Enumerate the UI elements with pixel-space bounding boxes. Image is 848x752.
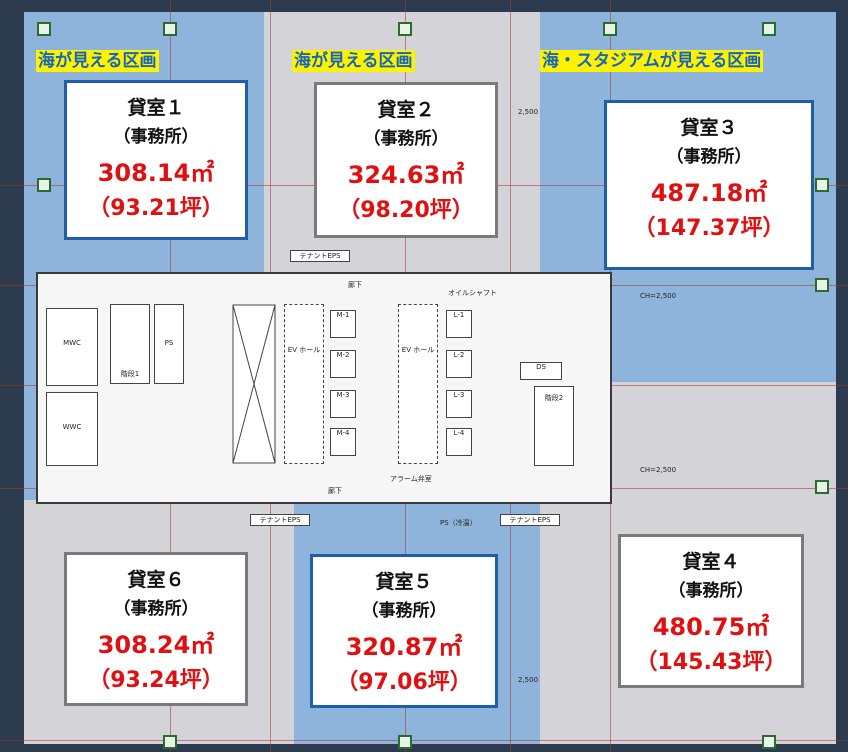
column <box>762 22 776 36</box>
elevator-m-1: M-1 <box>330 310 356 338</box>
room-3-tsubo: （147.37坪） <box>633 216 785 241</box>
ceiling-height-upper: CH=2,500 <box>640 292 677 300</box>
ds-label: DS <box>536 363 546 371</box>
room-1-name: 貸室１ <box>127 97 185 119</box>
ps-cold-label: PS（冷温） <box>440 519 477 527</box>
room-2-box: 貸室２ （事務所） 324.63㎡ （98.20坪） <box>314 82 498 238</box>
room-2-tsubo: （98.20坪） <box>338 198 474 223</box>
ev-hall-center-label: EV ホール <box>287 346 321 354</box>
room-1-box: 貸室１ （事務所） 308.14㎡ （93.21坪） <box>64 80 248 240</box>
room-2-name: 貸室２ <box>377 99 435 121</box>
tenant-eps-bottom-left-label: テナントEPS <box>259 516 301 524</box>
elevator-m-2-label: M-2 <box>336 351 350 359</box>
stair-1: 階段1 <box>110 304 150 384</box>
room-4-name: 貸室４ <box>682 551 740 573</box>
column <box>815 178 829 192</box>
room-2-area: 324.63㎡ <box>347 161 465 189</box>
stair-2-label: 階段2 <box>544 394 564 402</box>
wwc-label: WWC <box>62 423 82 431</box>
room-6-name: 貸室６ <box>127 569 185 591</box>
room-3-box: 貸室３ （事務所） 487.18㎡ （147.37坪） <box>604 100 814 270</box>
room-5-box: 貸室５ （事務所） 320.87㎡ （97.06坪） <box>310 554 498 708</box>
column <box>37 178 51 192</box>
elevator-l-2-label: L-2 <box>453 351 465 359</box>
elevator-m-4: M-4 <box>330 428 356 456</box>
shaft-diagram <box>232 304 276 464</box>
column <box>398 22 412 36</box>
ceiling-height-lower: CH=2,500 <box>640 466 677 474</box>
room-1-area: 308.14㎡ <box>97 159 215 187</box>
column <box>603 22 617 36</box>
elevator-l-3: L-3 <box>446 390 472 418</box>
elevator-l-1: L-1 <box>446 310 472 338</box>
room-3-use: （事務所） <box>666 147 752 167</box>
zone-room2-strip <box>508 12 540 274</box>
elevator-m-2: M-2 <box>330 350 356 378</box>
room-5-use: （事務所） <box>361 601 447 621</box>
elevator-m-1-label: M-1 <box>336 311 350 319</box>
elevator-l-1-label: L-1 <box>453 311 465 319</box>
corridor-bottom-label: 廊下 <box>328 487 342 495</box>
elevator-m-4-label: M-4 <box>336 429 350 437</box>
ev-hall-right-label: EV ホール <box>401 346 435 354</box>
zone-room1-west <box>24 274 38 500</box>
banner-sea-stadium-view: 海・スタジアムが見える区画 <box>540 50 764 72</box>
room-1-use: （事務所） <box>113 127 199 147</box>
elevator-m-3: M-3 <box>330 390 356 418</box>
elevator-l-3-label: L-3 <box>453 391 465 399</box>
oil-shaft-label: オイルシャフト <box>448 289 497 297</box>
elevator-l-4-label: L-4 <box>453 429 465 437</box>
column <box>815 278 829 292</box>
room-6-box: 貸室６ （事務所） 308.24㎡ （93.24坪） <box>64 552 248 706</box>
room-6-tsubo: （93.24坪） <box>88 668 224 693</box>
restroom-mwc: MWC <box>46 308 98 386</box>
duct-space: DS <box>520 362 562 380</box>
elevator-l-2: L-2 <box>446 350 472 378</box>
elevator-l-4: L-4 <box>446 428 472 456</box>
elevator-m-3-label: M-3 <box>336 391 350 399</box>
building-core: 廊下 オイルシャフト 廊下 MWC WWC 階段1 PS EV ホール M-1 … <box>36 272 612 504</box>
tenant-eps-top-label: テナントEPS <box>299 252 341 260</box>
corridor-top-label: 廊下 <box>348 281 362 289</box>
stair-2: 階段2 <box>534 386 574 466</box>
restroom-wwc: WWC <box>46 392 98 466</box>
dimension-top: 2,500 <box>518 108 539 116</box>
column <box>37 22 51 36</box>
room-5-area: 320.87㎡ <box>345 633 463 661</box>
room-4-box: 貸室４ （事務所） 480.75㎡ （145.43坪） <box>618 534 804 688</box>
room-6-area: 308.24㎡ <box>97 631 215 659</box>
pipe-space: PS <box>154 304 184 384</box>
column <box>398 735 412 749</box>
room-5-tsubo: （97.06坪） <box>336 670 472 695</box>
column <box>815 480 829 494</box>
room-6-use: （事務所） <box>113 599 199 619</box>
column <box>163 22 177 36</box>
mwc-label: MWC <box>63 339 81 347</box>
room-4-tsubo: （145.43坪） <box>635 650 787 675</box>
grid-line <box>0 740 848 741</box>
alarm-valve-label: アラーム弁室 <box>390 475 432 483</box>
column <box>762 735 776 749</box>
dimension-bottom: 2,500 <box>518 676 539 684</box>
tenant-eps-bottom-left: テナントEPS <box>250 514 310 526</box>
room-5-name: 貸室５ <box>375 571 433 593</box>
banner-sea-view-center: 海が見える区画 <box>292 50 415 72</box>
ev-hall-right: EV ホール <box>398 304 438 464</box>
ps-label: PS <box>164 339 174 347</box>
room-3-area: 487.18㎡ <box>650 179 768 207</box>
tenant-eps-bottom-right: テナントEPS <box>500 514 560 526</box>
room-3-name: 貸室３ <box>680 117 738 139</box>
stair-1-label: 階段1 <box>120 370 140 378</box>
column <box>163 735 177 749</box>
room-4-area: 480.75㎡ <box>652 613 770 641</box>
ev-hall-center: EV ホール <box>284 304 324 464</box>
tenant-eps-bottom-right-label: テナントEPS <box>509 516 551 524</box>
tenant-eps-top: テナントEPS <box>290 250 350 262</box>
room-2-use: （事務所） <box>363 129 449 149</box>
room-1-tsubo: （93.21坪） <box>88 196 224 221</box>
banner-sea-view-left: 海が見える区画 <box>36 50 159 72</box>
room-4-use: （事務所） <box>668 581 754 601</box>
